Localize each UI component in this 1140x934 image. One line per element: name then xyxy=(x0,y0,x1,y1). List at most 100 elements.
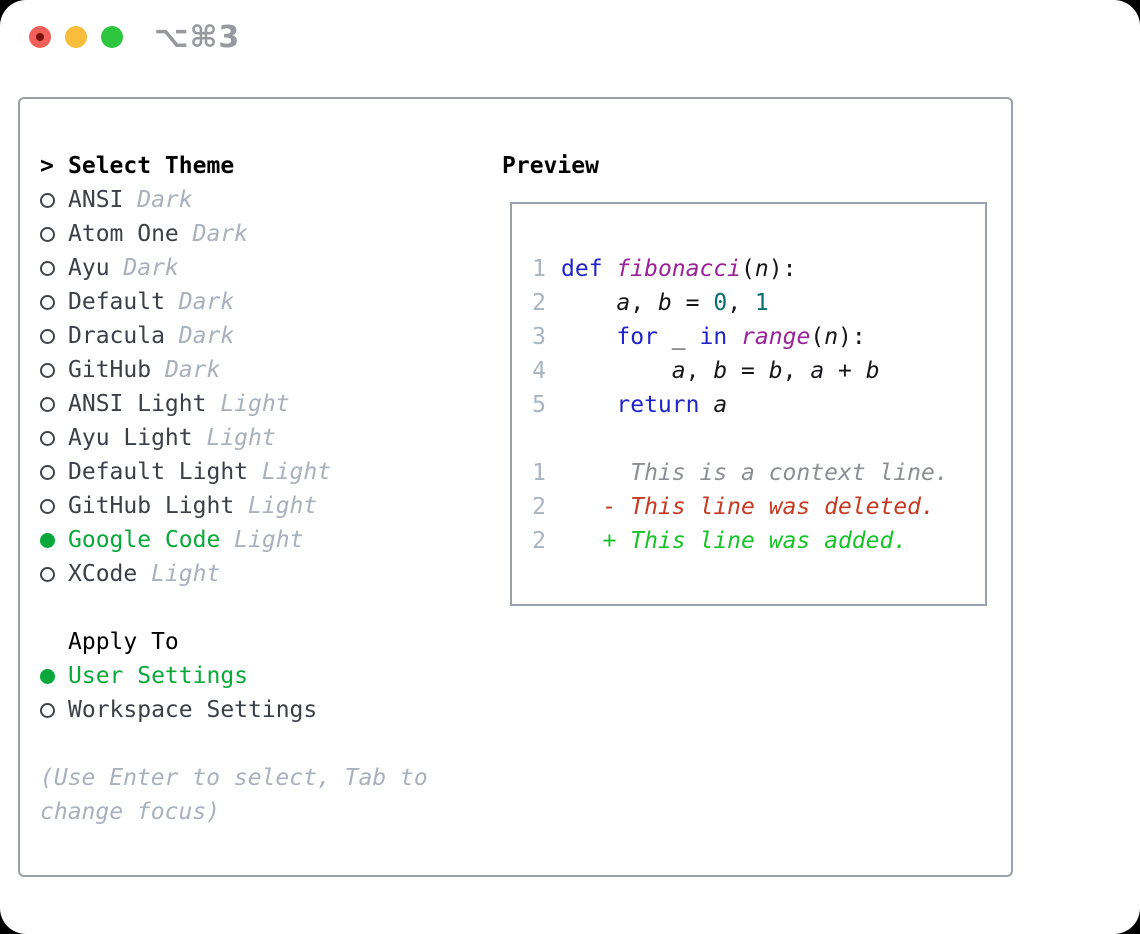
preview-header: Preview xyxy=(502,149,1011,183)
radio-icon xyxy=(40,362,55,378)
code-content: - This line was deleted. xyxy=(561,494,935,520)
theme-variant-label: Dark xyxy=(164,289,235,315)
apply-option[interactable]: User Settings xyxy=(40,659,502,693)
close-button[interactable] xyxy=(29,26,51,48)
close-dot-icon xyxy=(36,33,44,41)
theme-option[interactable]: GitHub Dark xyxy=(40,353,502,387)
theme-variant-label: Dark xyxy=(109,255,179,281)
line-number: 1 xyxy=(532,256,546,282)
radio-icon xyxy=(40,260,55,276)
line-number: 2 xyxy=(532,528,546,554)
theme-variant-label: Light xyxy=(234,493,318,519)
code-line: 2 + This line was added. xyxy=(520,524,975,558)
theme-option-label: Default Light xyxy=(68,459,249,485)
theme-option[interactable]: Ayu Light Light xyxy=(40,421,502,455)
radio-icon xyxy=(40,294,55,310)
theme-option-label: GitHub Light xyxy=(68,493,235,519)
theme-option-label: Google Code xyxy=(68,527,221,553)
theme-option[interactable]: Default Light Light xyxy=(40,455,502,489)
theme-option[interactable]: Atom One Dark xyxy=(40,217,502,251)
apply-option-label: User Settings xyxy=(68,663,249,689)
code-content: a, b = 0, 1 xyxy=(616,290,769,316)
apply-to-header: Apply To xyxy=(40,625,502,659)
code-line: 1 def fibonacci(n): xyxy=(520,252,975,286)
code-content: return a xyxy=(616,392,728,418)
theme-variant-label: Dark xyxy=(178,221,249,247)
theme-option-label: Ayu Light xyxy=(68,425,193,451)
theme-variant-label: Light xyxy=(137,561,221,587)
window-shortcut-label: ⌥⌘3 xyxy=(154,19,241,55)
line-number: 3 xyxy=(532,324,546,350)
theme-option-label: Default xyxy=(68,289,165,315)
preview-title: Preview xyxy=(502,153,599,179)
radio-selected-icon xyxy=(40,668,55,684)
radio-icon xyxy=(40,328,55,344)
theme-variant-label: Light xyxy=(220,527,304,553)
code-line: 5 return a xyxy=(520,388,975,422)
code-line: 3 for _ in range(n): xyxy=(520,320,975,354)
theme-option-label: Ayu xyxy=(68,255,110,281)
theme-variant-label: Light xyxy=(206,391,290,417)
line-number: 1 xyxy=(532,460,546,486)
code-line: 2 - This line was deleted. xyxy=(520,490,975,524)
select-theme-header: > Select Theme xyxy=(40,149,502,183)
line-number: 4 xyxy=(532,358,546,384)
theme-option-label: GitHub xyxy=(68,357,152,383)
radio-selected-icon xyxy=(40,532,55,548)
theme-option-label: ANSI xyxy=(68,187,124,213)
theme-variant-label: Dark xyxy=(164,323,235,349)
theme-option[interactable]: XCode Light xyxy=(40,557,502,591)
code-content: def fibonacci(n): xyxy=(561,256,797,282)
code-content: This is a context line. xyxy=(561,460,949,486)
radio-icon xyxy=(40,396,55,412)
line-number xyxy=(520,422,546,456)
radio-icon xyxy=(40,226,55,242)
theme-option[interactable]: GitHub Light Light xyxy=(40,489,502,523)
code-content: a, b = b, a + b xyxy=(671,358,880,384)
theme-variant-label: Dark xyxy=(123,187,193,213)
line-number: 2 xyxy=(532,290,546,316)
theme-option-label: Dracula xyxy=(68,323,165,349)
radio-icon xyxy=(40,192,55,208)
apply-to-title: Apply To xyxy=(68,629,179,655)
theme-option[interactable]: ANSI Dark xyxy=(40,183,502,217)
traffic-lights xyxy=(29,26,123,48)
minimize-button[interactable] xyxy=(65,26,87,48)
code-content: for _ in range(n): xyxy=(616,324,866,350)
radio-icon xyxy=(40,498,55,514)
prompt-icon: > xyxy=(40,153,54,179)
theme-option[interactable]: ANSI Light Light xyxy=(40,387,502,421)
line-number: 2 xyxy=(532,494,546,520)
zoom-button[interactable] xyxy=(101,26,123,48)
theme-option[interactable]: Ayu Dark xyxy=(40,251,502,285)
radio-icon xyxy=(40,430,55,446)
apply-option[interactable]: Workspace Settings xyxy=(40,693,502,727)
theme-option[interactable]: Default Dark xyxy=(40,285,502,319)
theme-variant-label: Light xyxy=(192,425,276,451)
theme-variant-label: Dark xyxy=(151,357,221,383)
code-line: 2 a, b = 0, 1 xyxy=(520,286,975,320)
line-number: 5 xyxy=(532,392,546,418)
apply-option-label: Workspace Settings xyxy=(68,697,318,723)
titlebar: ⌥⌘3 xyxy=(0,0,1140,74)
theme-option[interactable]: Google Code Light xyxy=(40,523,502,557)
help-text: (Use Enter to select, Tab to change focu… xyxy=(40,765,428,825)
theme-option-label: XCode xyxy=(68,561,138,587)
radio-icon xyxy=(40,566,55,582)
theme-option[interactable]: Dracula Dark xyxy=(40,319,502,353)
theme-variant-label: Light xyxy=(248,459,332,485)
select-theme-title: Select Theme xyxy=(68,153,235,179)
theme-option-label: ANSI Light xyxy=(68,391,207,417)
radio-icon xyxy=(40,702,55,718)
code-line: 1 This is a context line. xyxy=(520,456,975,490)
code-content: + This line was added. xyxy=(561,528,908,554)
radio-icon xyxy=(40,464,55,480)
code-line xyxy=(520,422,975,456)
